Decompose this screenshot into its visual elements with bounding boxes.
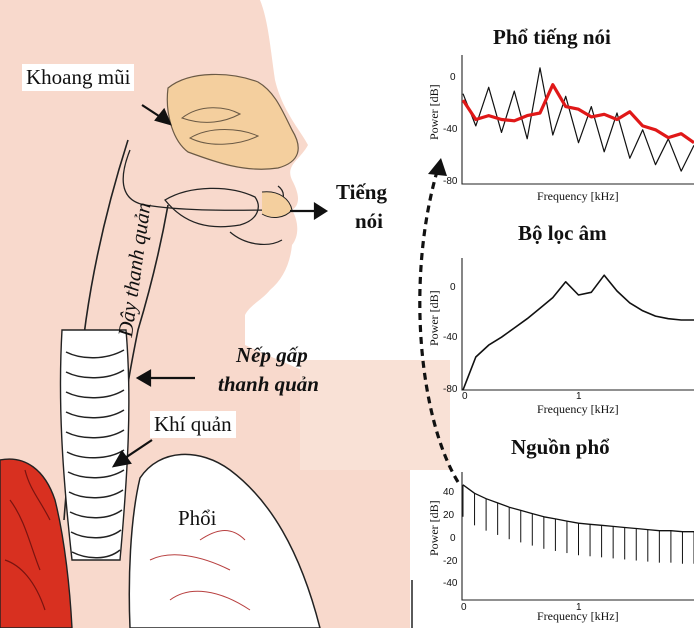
xtick: 1 [576,391,582,402]
chart-frames [462,55,694,600]
dashed-arrowhead [428,158,447,176]
ylabel-source-spectrum: Power [dB] [427,500,442,556]
chart-filter [463,275,694,390]
ytick: 0 [450,72,456,83]
ytick: -80 [443,176,457,187]
ytick: -80 [443,384,457,395]
series-line [463,275,694,390]
ytick: 20 [443,510,454,521]
label-speech-2: nói [355,209,383,234]
xtick: 1 [576,602,582,613]
label-lungs: Phổi [178,506,217,531]
chart-title-filter: Bộ lọc âm [518,221,607,246]
ytick: 0 [450,282,456,293]
ylabel-filter: Power [dB] [427,290,442,346]
chart-title-source-spectrum: Nguồn phổ [511,435,610,460]
ytick: 0 [450,533,456,544]
label-trachea: Khí quản [150,411,236,438]
label-nasal-cavity: Khoang mũi [22,64,134,91]
trachea-tube [60,330,128,560]
ytick: -20 [443,556,457,567]
xtick: 0 [462,391,468,402]
ylabel-speech-spectrum: Power [dB] [427,84,442,140]
xlabel-speech-spectrum: Frequency [kHz] [537,189,619,204]
label-speech-1: Tiếng [336,180,387,205]
label-vocal-folds-2: thanh quản [218,372,319,397]
label-vocal-folds-1: Nếp gấp [236,343,308,368]
xlabel-filter: Frequency [kHz] [537,402,619,417]
series-line [463,85,694,143]
chart-title-speech-spectrum: Phổ tiếng nói [493,25,611,50]
ytick: -40 [443,332,457,343]
pink-band [300,360,450,470]
ytick: -40 [443,578,457,589]
chart-source-spectrum [463,485,694,564]
ytick: -40 [443,124,457,135]
ytick: 40 [443,487,454,498]
xtick: 0 [461,602,467,613]
chart-speech-spectrum [463,68,694,171]
